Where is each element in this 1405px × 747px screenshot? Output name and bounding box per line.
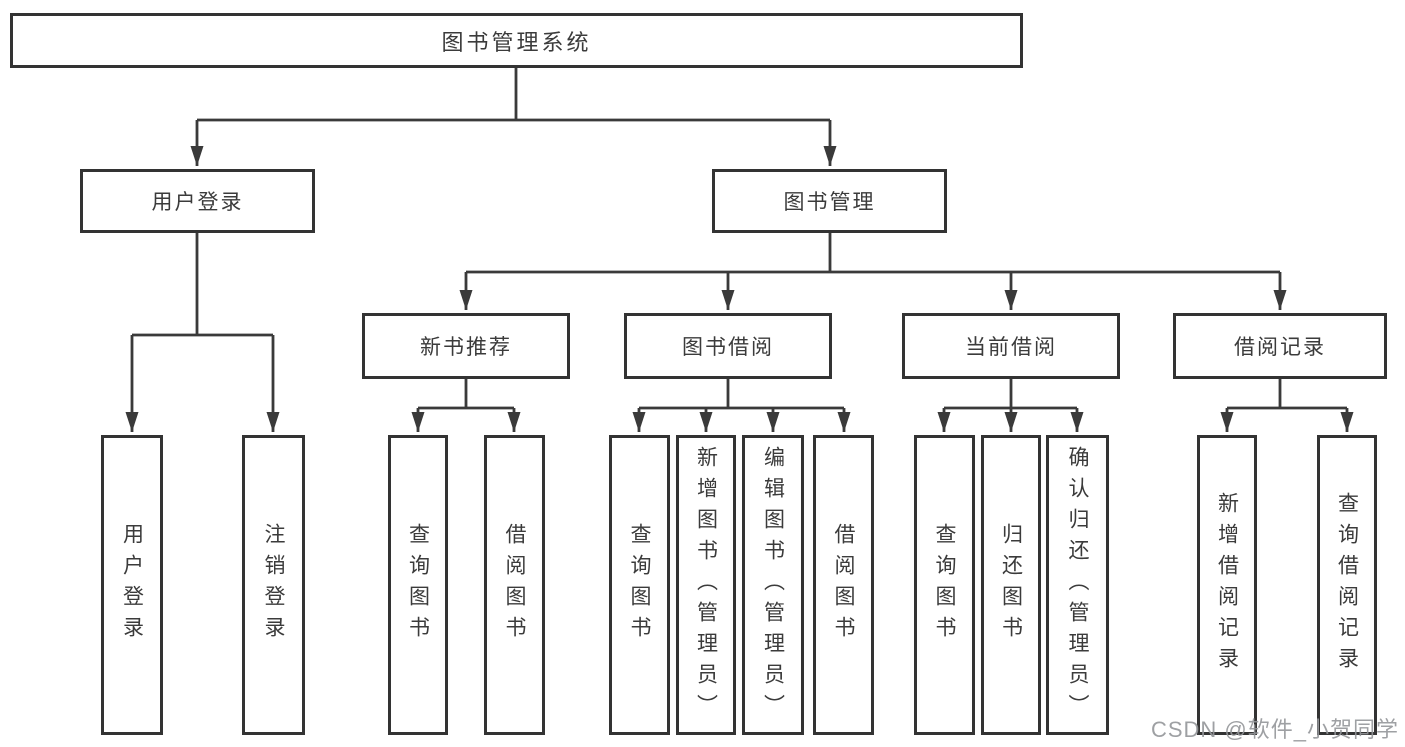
node-book-borrow: 图书借阅 [624, 313, 832, 379]
leaf-label: 借阅图书 [832, 523, 855, 647]
node-label: 图书借阅 [682, 336, 774, 359]
leaf-query-books-recommend: 查询图书 [388, 435, 448, 735]
leaf-label: 查询借阅记录 [1335, 492, 1359, 678]
leaf-label: 新增借阅记录 [1215, 492, 1239, 678]
leaf-label: 编辑图书（管理员） [761, 445, 785, 725]
node-label: 图书管理系统 [441, 29, 592, 55]
leaf-query-books-borrow: 查询图书 [609, 435, 670, 735]
leaf-label: 查询图书 [406, 523, 430, 647]
leaf-label: 新增图书（管理员） [694, 445, 718, 725]
leaf-return-books: 归还图书 [981, 435, 1041, 735]
node-label: 图书管理 [783, 191, 876, 214]
node-label: 当前借阅 [965, 336, 1057, 359]
leaf-confirm-return-admin: 确认归还（管理员） [1046, 435, 1109, 735]
node-user-login: 用户登录 [80, 169, 315, 233]
leaf-logout: 注销登录 [242, 435, 305, 735]
node-root-system: 图书管理系统 [10, 13, 1023, 68]
leaf-label: 确认归还（管理员） [1066, 445, 1089, 725]
leaf-label: 用户登录 [120, 523, 144, 647]
leaf-borrow-books-recommend: 借阅图书 [484, 435, 545, 735]
leaf-label: 查询图书 [628, 523, 651, 647]
leaf-user-login: 用户登录 [101, 435, 163, 735]
leaf-label: 归还图书 [999, 523, 1023, 647]
leaf-label: 注销登录 [262, 523, 285, 647]
node-new-book-recommend: 新书推荐 [362, 313, 570, 379]
leaf-query-books-current: 查询图书 [914, 435, 975, 735]
leaf-edit-books-admin: 编辑图书（管理员） [742, 435, 804, 735]
node-label: 借阅记录 [1234, 336, 1326, 359]
node-label: 新书推荐 [420, 336, 512, 359]
node-borrow-records: 借阅记录 [1173, 313, 1387, 379]
leaf-add-borrow-record: 新增借阅记录 [1197, 435, 1257, 735]
leaf-query-borrow-record: 查询借阅记录 [1317, 435, 1377, 735]
node-current-borrow: 当前借阅 [902, 313, 1120, 379]
node-book-management: 图书管理 [712, 169, 947, 233]
node-label: 用户登录 [151, 191, 244, 214]
leaf-label: 借阅图书 [503, 523, 526, 647]
csdn-watermark: CSDN @软件_小贺同学 [1150, 717, 1399, 742]
leaf-add-books-admin: 新增图书（管理员） [676, 435, 736, 735]
leaf-label: 查询图书 [933, 523, 956, 647]
leaf-borrow-books: 借阅图书 [813, 435, 874, 735]
